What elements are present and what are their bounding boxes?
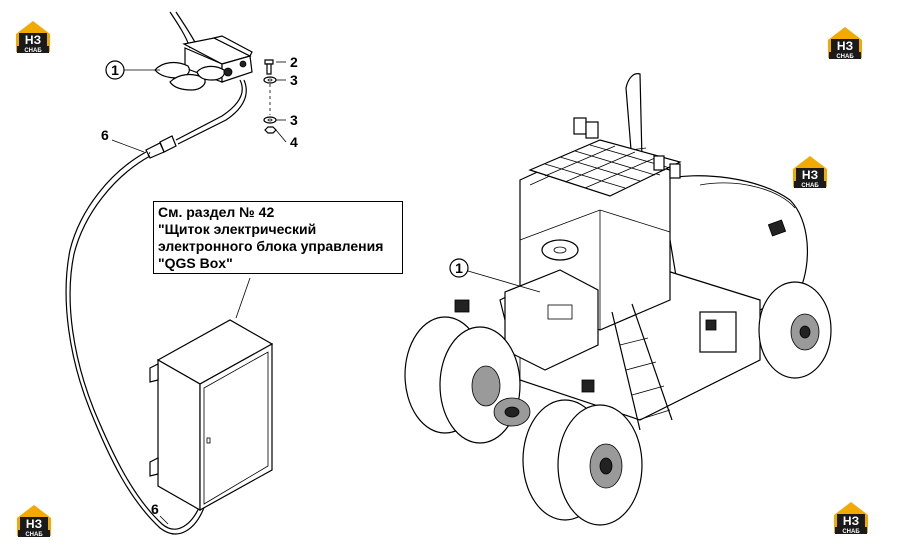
nz-snab-logo: НЗ СНАБ (13, 19, 53, 55)
nz-snab-logo: НЗ СНАБ (831, 500, 871, 536)
callout-2: 2 (290, 54, 298, 70)
hardware-items (263, 59, 277, 134)
logo-sub-text: СНАБ (25, 532, 43, 538)
logo-mark-text: НЗ (837, 39, 853, 53)
logo-mark-text: НЗ (802, 168, 818, 182)
logo-mark-text: НЗ (843, 514, 859, 528)
forklift-illustration (404, 73, 832, 526)
callout-3-bottom: 3 (290, 112, 298, 128)
logo-mark-text: НЗ (26, 517, 42, 531)
nz-snab-logo: НЗ СНАБ (825, 25, 865, 61)
nz-snab-logo: НЗ СНАБ (790, 154, 830, 190)
note-line-1: См. раздел № 42 (158, 204, 275, 220)
callout-4: 4 (290, 134, 298, 150)
note-line-2: "Щиток электрический (158, 221, 317, 237)
callout-circle (105, 60, 125, 80)
note-line-4: "QGS Box" (158, 255, 233, 271)
logo-sub-text: СНАБ (836, 54, 854, 60)
front-wheel-right (522, 399, 643, 526)
nz-snab-logo: НЗ СНАБ (14, 503, 54, 539)
callout-6-top: 6 (101, 127, 109, 143)
reference-note: См. раздел № 42 "Щиток электрический эле… (153, 201, 403, 274)
access-ladder (611, 303, 673, 431)
note-line-3: электронного блока управления (158, 238, 384, 254)
callout-3-top: 3 (290, 72, 298, 88)
callout-1-right: 1 (455, 260, 463, 276)
callout-1-left: 1 (111, 62, 119, 78)
logo-sub-text: СНАБ (842, 529, 860, 535)
logo-sub-text: СНАБ (801, 183, 819, 189)
callout-circle (449, 258, 469, 278)
logo-sub-text: СНАБ (24, 48, 42, 54)
rear-wheel (758, 281, 832, 379)
cable-harness (65, 151, 206, 535)
callout-labels: 1 2 3 3 4 6 6 1 (101, 54, 469, 517)
logo-mark-text: НЗ (25, 33, 41, 47)
qgs-electrical-box (149, 277, 274, 512)
control-lever-assembly (145, 11, 253, 159)
callout-6-bottom: 6 (151, 501, 159, 517)
leader-lines-left (111, 61, 287, 525)
